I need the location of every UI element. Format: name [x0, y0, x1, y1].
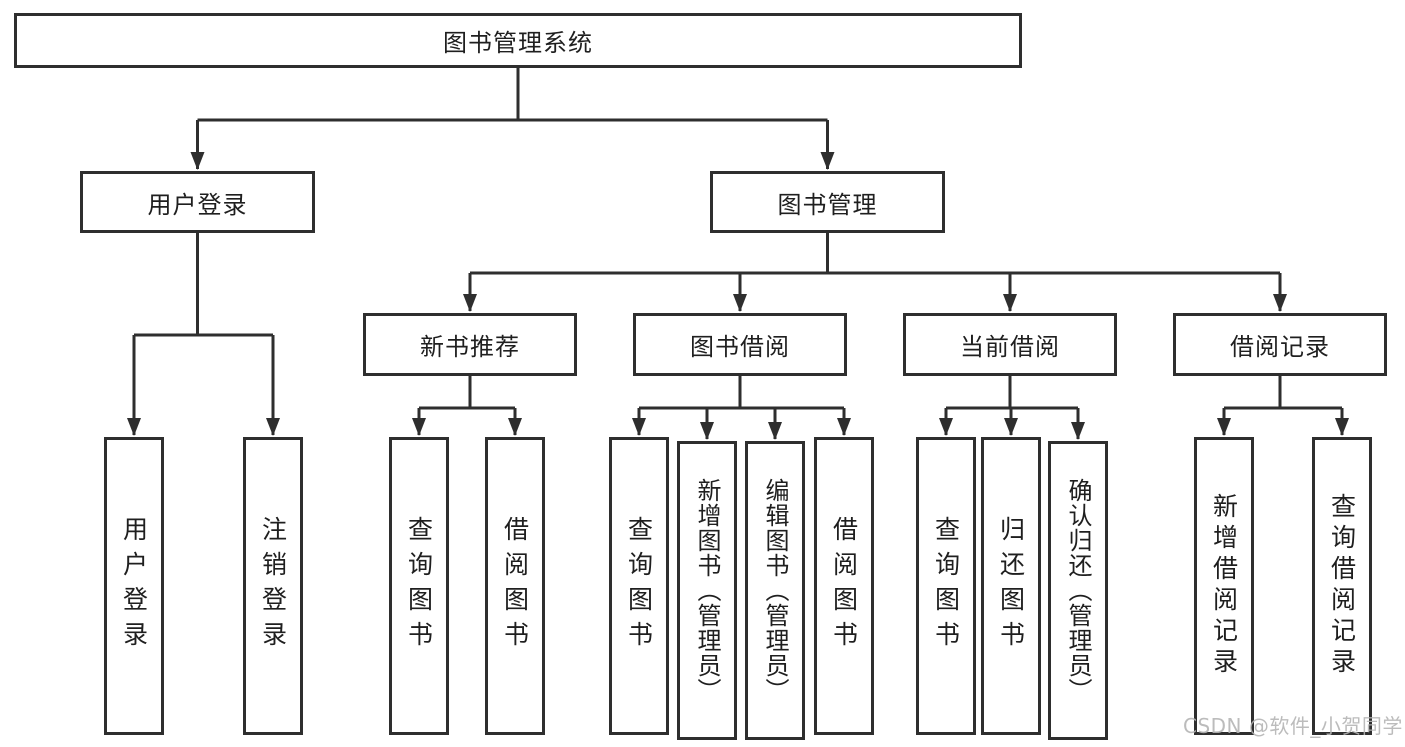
node-leaf-add-book-label: 新增图书（管理员） [693, 478, 721, 703]
node-book-mgmt-label: 图书管理 [777, 190, 878, 219]
node-book-borrow-label: 图书借阅 [690, 333, 790, 361]
node-leaf-return-book-label: 归还图书 [996, 516, 1026, 656]
node-leaf-confirm-return-label: 确认归还（管理员） [1064, 478, 1092, 703]
watermark: CSDN @软件_小贺同学 [1183, 714, 1403, 738]
node-leaf-edit-book-label: 编辑图书（管理员） [761, 478, 789, 703]
node-leaf-borrow-book-2-label: 借阅图书 [829, 516, 859, 656]
node-user-login: 用户登录 [80, 171, 315, 233]
node-leaf-logout-label: 注销登录 [258, 516, 288, 656]
node-current-borrow: 当前借阅 [903, 313, 1117, 376]
node-borrow-records: 借阅记录 [1173, 313, 1387, 376]
node-leaf-query-book-1-label: 查询图书 [404, 516, 434, 656]
node-leaf-user-login-label: 用户登录 [119, 516, 149, 656]
node-leaf-borrow-book-2: 借阅图书 [814, 437, 874, 735]
node-leaf-query-book-3: 查询图书 [916, 437, 976, 735]
node-leaf-query-book-2-label: 查询图书 [624, 516, 654, 656]
node-user-login-label: 用户登录 [147, 190, 248, 219]
node-leaf-add-book: 新增图书（管理员） [677, 441, 737, 740]
node-leaf-query-book-1: 查询图书 [389, 437, 449, 735]
node-leaf-user-login: 用户登录 [104, 437, 164, 735]
node-leaf-query-book-2: 查询图书 [609, 437, 669, 735]
node-new-book-rec-label: 新书推荐 [420, 333, 520, 361]
node-root-label: 图书管理系统 [443, 29, 593, 57]
node-leaf-borrow-book-1-label: 借阅图书 [500, 516, 530, 656]
node-leaf-confirm-return: 确认归还（管理员） [1048, 441, 1108, 740]
node-leaf-edit-book: 编辑图书（管理员） [745, 441, 805, 740]
node-leaf-add-record: 新增借阅记录 [1194, 437, 1254, 735]
node-root: 图书管理系统 [14, 13, 1022, 68]
node-book-borrow: 图书借阅 [633, 313, 847, 376]
node-leaf-query-record: 查询借阅记录 [1312, 437, 1372, 735]
node-leaf-query-book-3-label: 查询图书 [931, 516, 961, 656]
node-book-mgmt: 图书管理 [710, 171, 945, 233]
node-leaf-logout: 注销登录 [243, 437, 303, 735]
node-current-borrow-label: 当前借阅 [960, 333, 1060, 361]
node-leaf-borrow-book-1: 借阅图书 [485, 437, 545, 735]
node-new-book-rec: 新书推荐 [363, 313, 577, 376]
node-borrow-records-label: 借阅记录 [1230, 333, 1330, 361]
node-leaf-query-record-label: 查询借阅记录 [1327, 493, 1357, 679]
node-leaf-return-book: 归还图书 [981, 437, 1041, 735]
node-leaf-add-record-label: 新增借阅记录 [1209, 493, 1239, 679]
